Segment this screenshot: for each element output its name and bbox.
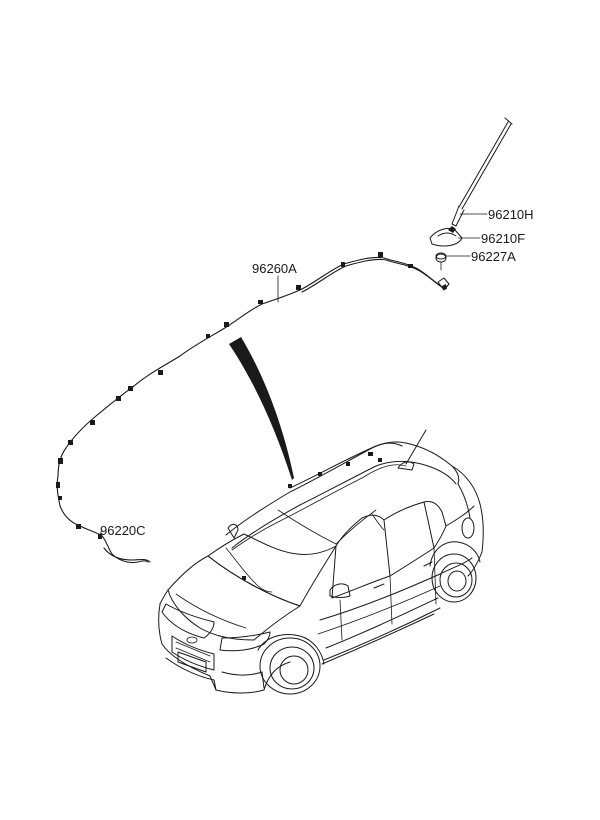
antenna-rod (451, 117, 513, 227)
label-feeder-cable: 96220C (100, 523, 146, 538)
label-roof-cable: 96260A (252, 261, 297, 276)
antenna-assembly (429, 117, 513, 291)
antenna-base (429, 226, 463, 247)
leader-lines (99, 213, 488, 535)
roof-cable (56, 252, 444, 564)
label-antenna-rod: 96210H (488, 207, 534, 222)
location-pointer (229, 337, 294, 480)
label-antenna-base: 96210F (481, 231, 525, 246)
antenna-gasket (435, 252, 447, 263)
feeder-cable (103, 547, 151, 563)
label-antenna-gasket: 96227A (471, 249, 516, 264)
car-illustration (158, 429, 484, 695)
